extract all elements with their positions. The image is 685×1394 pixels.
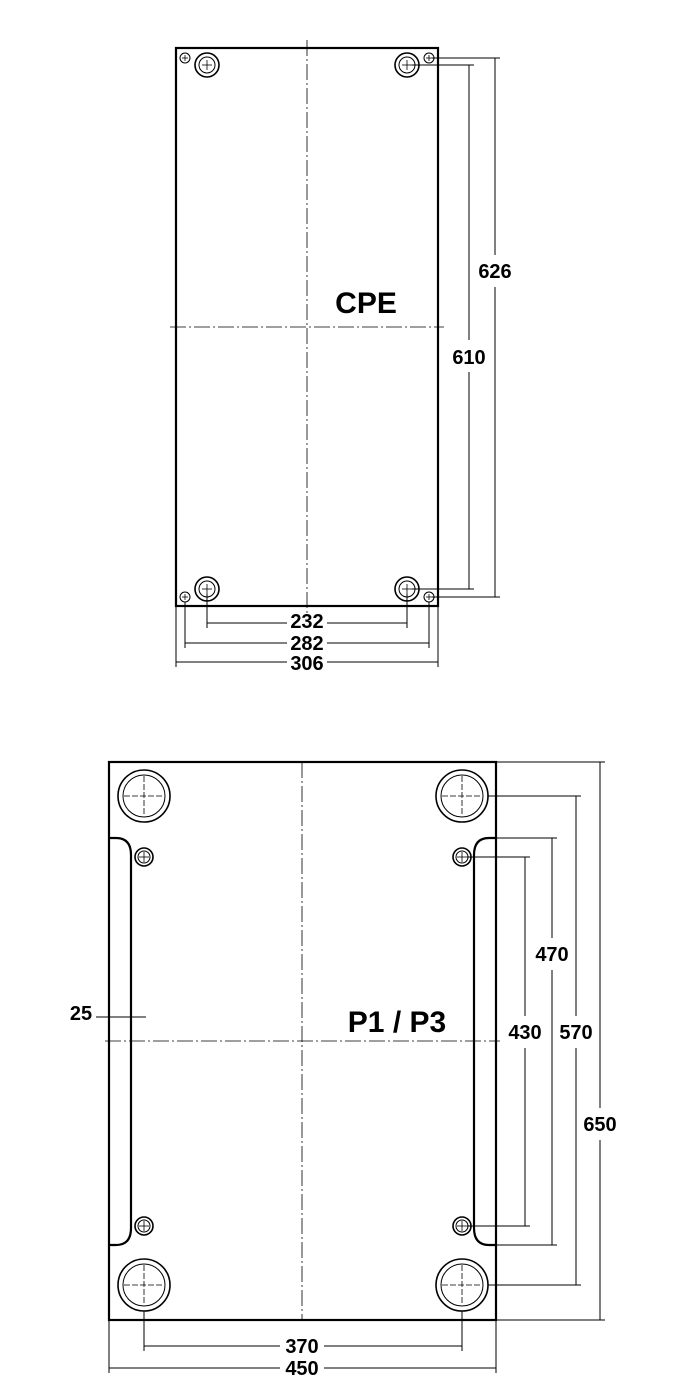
cpe-title: CPE — [335, 287, 397, 320]
p1p3-dim-370-label: 370 — [285, 1336, 318, 1358]
cpe-small-hole-top-left — [179, 52, 191, 64]
p1p3-small-hole-top-left — [134, 847, 154, 867]
p1p3-dim-430: 430 — [467, 856, 542, 1227]
cpe-hole-top-left — [194, 52, 220, 78]
cpe-small-hole-bottom-left — [179, 591, 191, 603]
p1p3-dim-25-label: 25 — [70, 1003, 92, 1025]
p1p3-right-slot — [472, 836, 496, 1247]
cpe-dim-232-label: 232 — [290, 611, 323, 633]
p1p3-dim-570: 570 — [488, 795, 593, 1286]
cpe-dim-306: 306 — [175, 606, 439, 675]
p1p3-dim-450: 450 — [108, 1320, 497, 1380]
cpe-dim-626: 626 — [432, 57, 512, 598]
cpe-panel: CPE 626 610 232 — [170, 40, 512, 675]
p1p3-panel: P1 / P3 25 430 470 57 — [70, 760, 617, 1380]
p1p3-dim-430-label: 430 — [508, 1022, 541, 1044]
p1p3-dim-470-label: 470 — [535, 944, 568, 966]
p1p3-dim-650-label: 650 — [583, 1114, 616, 1136]
p1p3-dim-570-label: 570 — [559, 1022, 592, 1044]
cpe-dim-610-label: 610 — [452, 347, 485, 369]
cpe-dim-282-label: 282 — [290, 633, 323, 655]
p1p3-dim-450-label: 450 — [285, 1358, 318, 1380]
p1p3-hole-top-right — [435, 769, 489, 823]
p1p3-hole-bottom-left — [117, 1258, 171, 1312]
p1p3-left-slot — [109, 836, 133, 1247]
p1p3-hole-bottom-right — [435, 1258, 489, 1312]
p1p3-dim-650: 650 — [496, 761, 617, 1321]
cpe-dim-282: 282 — [184, 602, 430, 655]
p1p3-small-hole-bottom-left — [134, 1216, 154, 1236]
p1p3-dim-370: 370 — [143, 1311, 463, 1358]
p1p3-title: P1 / P3 — [348, 1006, 446, 1039]
p1p3-dim-25: 25 — [70, 1003, 146, 1025]
cpe-dim-610: 610 — [412, 64, 486, 590]
p1p3-hole-top-left — [117, 769, 171, 823]
cpe-dim-306-label: 306 — [290, 653, 323, 675]
cpe-dim-626-label: 626 — [478, 261, 511, 283]
p1p3-dim-470: 470 — [489, 837, 569, 1246]
cpe-dim-232: 232 — [206, 594, 408, 633]
